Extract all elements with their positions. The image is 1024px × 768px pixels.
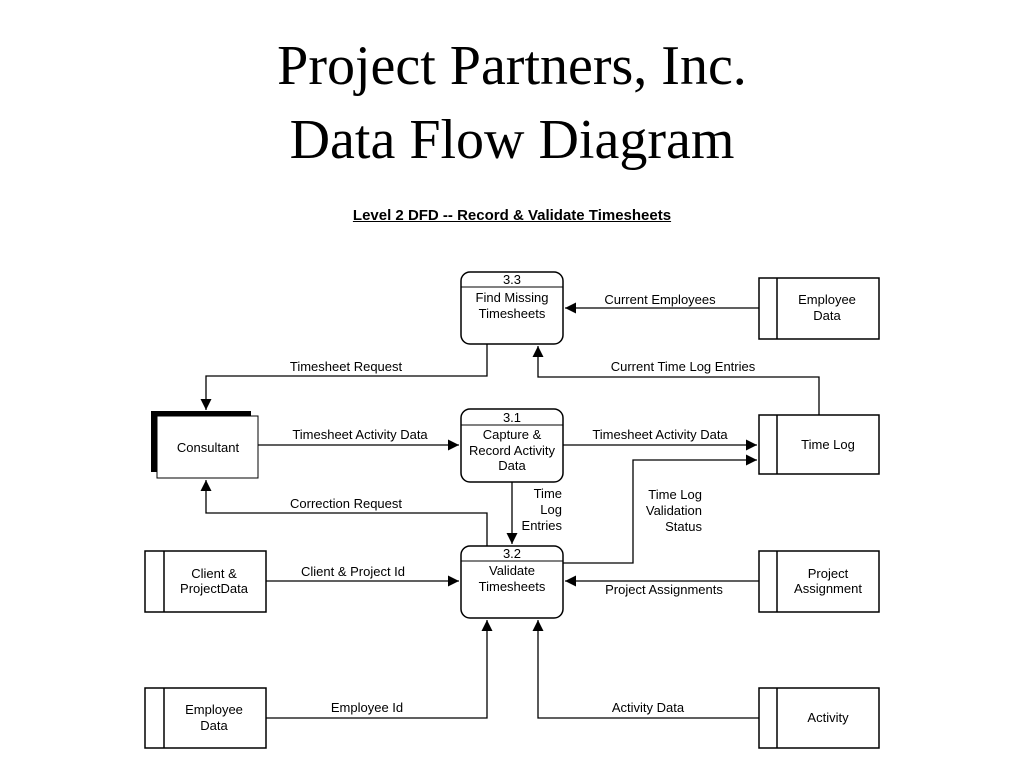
process-3-3-label-line-1: Find Missing [476,290,549,305]
flow-label-timesheet-activity-data-in: Timesheet Activity Data [292,427,428,442]
project-assignment-line-2: Assignment [794,581,862,596]
slide-title-line-1: Project Partners, Inc. [277,35,747,97]
flow-correction-request [200,480,488,546]
flow-label-time-log-entries-line-3: Entries [522,518,563,533]
consultant-label: Consultant [177,440,240,455]
process-3-2-id: 3.2 [503,546,521,561]
flow-label-client-project-id: Client & Project Id [301,564,405,579]
process-3-1-label-line-1: Capture & [483,427,542,442]
process-3-3-id: 3.3 [503,272,521,287]
data-store-time-log: Time Log [758,414,880,475]
client-project-line-2: ProjectData [180,581,249,596]
diagram-subtitle: Level 2 DFD -- Record & Validate Timeshe… [352,207,672,224]
flow-label-timesheet-activity-data-out: Timesheet Activity Data [592,427,728,442]
flow-label-activity-data: Activity Data [612,700,685,715]
slide-title-line-2: Data Flow Diagram [289,109,735,171]
process-3-1: 3.1 Capture & Record Activity Data [460,408,564,483]
process-3-3-label-line-2: Timesheets [479,306,546,321]
flow-timesheet-request [200,344,488,410]
activity-label: Activity [807,710,849,725]
flow-time-log-validation-status [563,454,757,564]
data-store-project-assignment: Project Assignment [758,550,880,613]
flow-label-validation-status-line-1: Time Log [648,487,702,502]
process-3-3: 3.3 Find Missing Timesheets [460,271,564,345]
external-entity-consultant: Consultant [151,411,259,479]
flow-label-current-employees: Current Employees [604,292,716,307]
flow-label-current-time-log-entries: Current Time Log Entries [611,359,756,374]
flow-label-timesheet-request: Timesheet Request [290,359,403,374]
flow-label-project-assignments: Project Assignments [605,582,723,597]
process-3-2-label-line-1: Validate [489,563,535,578]
employee-data-bottom-line-2: Data [200,718,228,733]
data-store-client-project: Client & ProjectData [144,550,267,613]
employee-data-top-line-1: Employee [798,292,856,307]
flow-label-time-log-entries-line-1: Time [534,486,562,501]
data-store-employee-data-bottom: Employee Data [144,687,267,749]
data-store-employee-data-top: Employee Data [758,277,880,340]
process-3-2-label-line-2: Timesheets [479,579,546,594]
process-3-1-label-line-2: Record Activity [469,443,555,458]
flow-current-time-log-entries [532,346,820,415]
process-3-1-id: 3.1 [503,410,521,425]
employee-data-bottom-line-1: Employee [185,702,243,717]
client-project-line-1: Client & [191,566,237,581]
flow-label-employee-id: Employee Id [331,700,403,715]
time-log-label: Time Log [801,437,855,452]
process-3-2: 3.2 Validate Timesheets [460,545,564,619]
project-assignment-line-1: Project [808,566,849,581]
flow-activity-data [532,620,759,719]
data-store-activity: Activity [758,687,880,749]
flow-label-time-log-entries-line-2: Log [540,502,562,517]
flow-label-validation-status-line-3: Status [665,519,702,534]
process-3-1-label-line-3: Data [498,458,526,473]
flow-employee-id [266,620,493,719]
flow-label-correction-request: Correction Request [290,496,402,511]
flow-label-validation-status-line-2: Validation [646,503,702,518]
employee-data-top-line-2: Data [813,308,841,323]
